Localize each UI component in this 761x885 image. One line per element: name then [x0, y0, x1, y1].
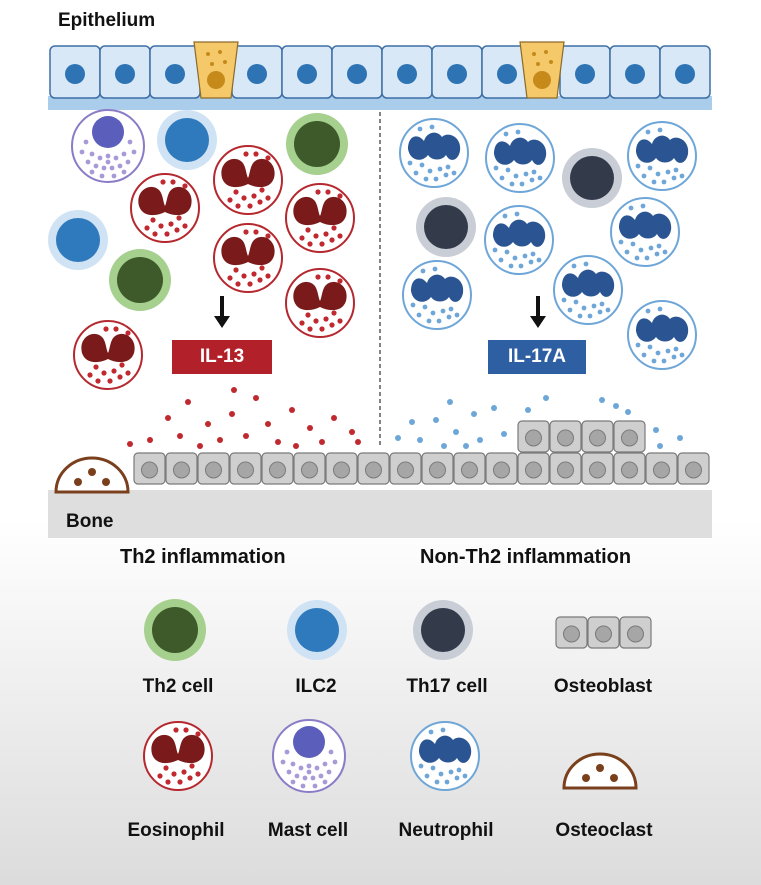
il13-label: IL-13 [199, 346, 245, 367]
osteoblast-stack [517, 420, 646, 453]
neutrophil-cell [399, 118, 469, 188]
th17-cell [416, 197, 476, 257]
eosinophil-cell [213, 145, 283, 215]
neutrophil-cell [485, 123, 555, 193]
il17a-label: IL-17A [507, 346, 567, 367]
arrow-down-icon [530, 296, 546, 328]
il17a-particles [395, 395, 683, 449]
il13-box [172, 340, 272, 374]
legend-th2-label: Th2 cell [142, 676, 214, 697]
neutrophil-cell [402, 260, 472, 330]
mast-cell [71, 109, 145, 183]
neutrophil-cell [610, 197, 680, 267]
legend-osteoclast-icon [562, 752, 638, 790]
arrow-down-icon [214, 296, 230, 328]
legend-eosinophil-label: Eosinophil [127, 820, 225, 841]
legend-osteoblast-icon [555, 616, 652, 649]
legend-eosinophil-icon [143, 721, 213, 791]
nonth2-side-cells [399, 118, 697, 370]
bone-area [48, 490, 712, 538]
epithelium-layer [48, 41, 712, 110]
legend-th17-label: Th17 cell [406, 676, 488, 697]
legend-mast-cell-icon [272, 719, 346, 793]
neutrophil-cell [553, 255, 623, 325]
th17-cell [562, 148, 622, 208]
osteoclast-cell [54, 456, 130, 494]
legend-ilc2-icon [287, 600, 347, 660]
legend-neutrophil-label: Neutrophil [398, 820, 494, 841]
il13-particles [127, 387, 361, 449]
th2-cell [286, 113, 348, 175]
eosinophil-cell [73, 320, 143, 390]
ilc2-cell [157, 110, 217, 170]
neutrophil-cell [484, 205, 554, 275]
il17a-box [488, 340, 586, 374]
neutrophil-cell [627, 121, 697, 191]
bone-lining-cells [133, 452, 710, 485]
goblet-cell [193, 41, 239, 99]
eosinophil-cell [130, 173, 200, 243]
legend-neutrophil-icon [410, 721, 480, 791]
neutrophil-cell [627, 300, 697, 370]
eosinophil-cell [285, 183, 355, 253]
th2-inflammation-title: Th2 inflammation [120, 546, 286, 568]
legend-osteoblast-label: Osteoblast [553, 676, 653, 697]
eosinophil-cell [285, 268, 355, 338]
goblet-cell [519, 41, 565, 99]
basement-membrane [48, 96, 712, 110]
bone-label: Bone [66, 511, 114, 532]
legend-osteoclast-label: Osteoclast [555, 820, 653, 841]
ilc2-cell [48, 210, 108, 270]
legend-mast-cell-label: Mast cell [267, 820, 349, 841]
legend-th17-icon [413, 600, 473, 660]
nonth2-inflammation-title: Non-Th2 inflammation [420, 546, 632, 568]
legend-ilc2-label: ILC2 [295, 676, 337, 697]
legend-th2-icon [144, 599, 206, 661]
eosinophil-cell [213, 223, 283, 293]
epithelium-label: Epithelium [58, 10, 156, 31]
th2-cell [109, 249, 171, 311]
